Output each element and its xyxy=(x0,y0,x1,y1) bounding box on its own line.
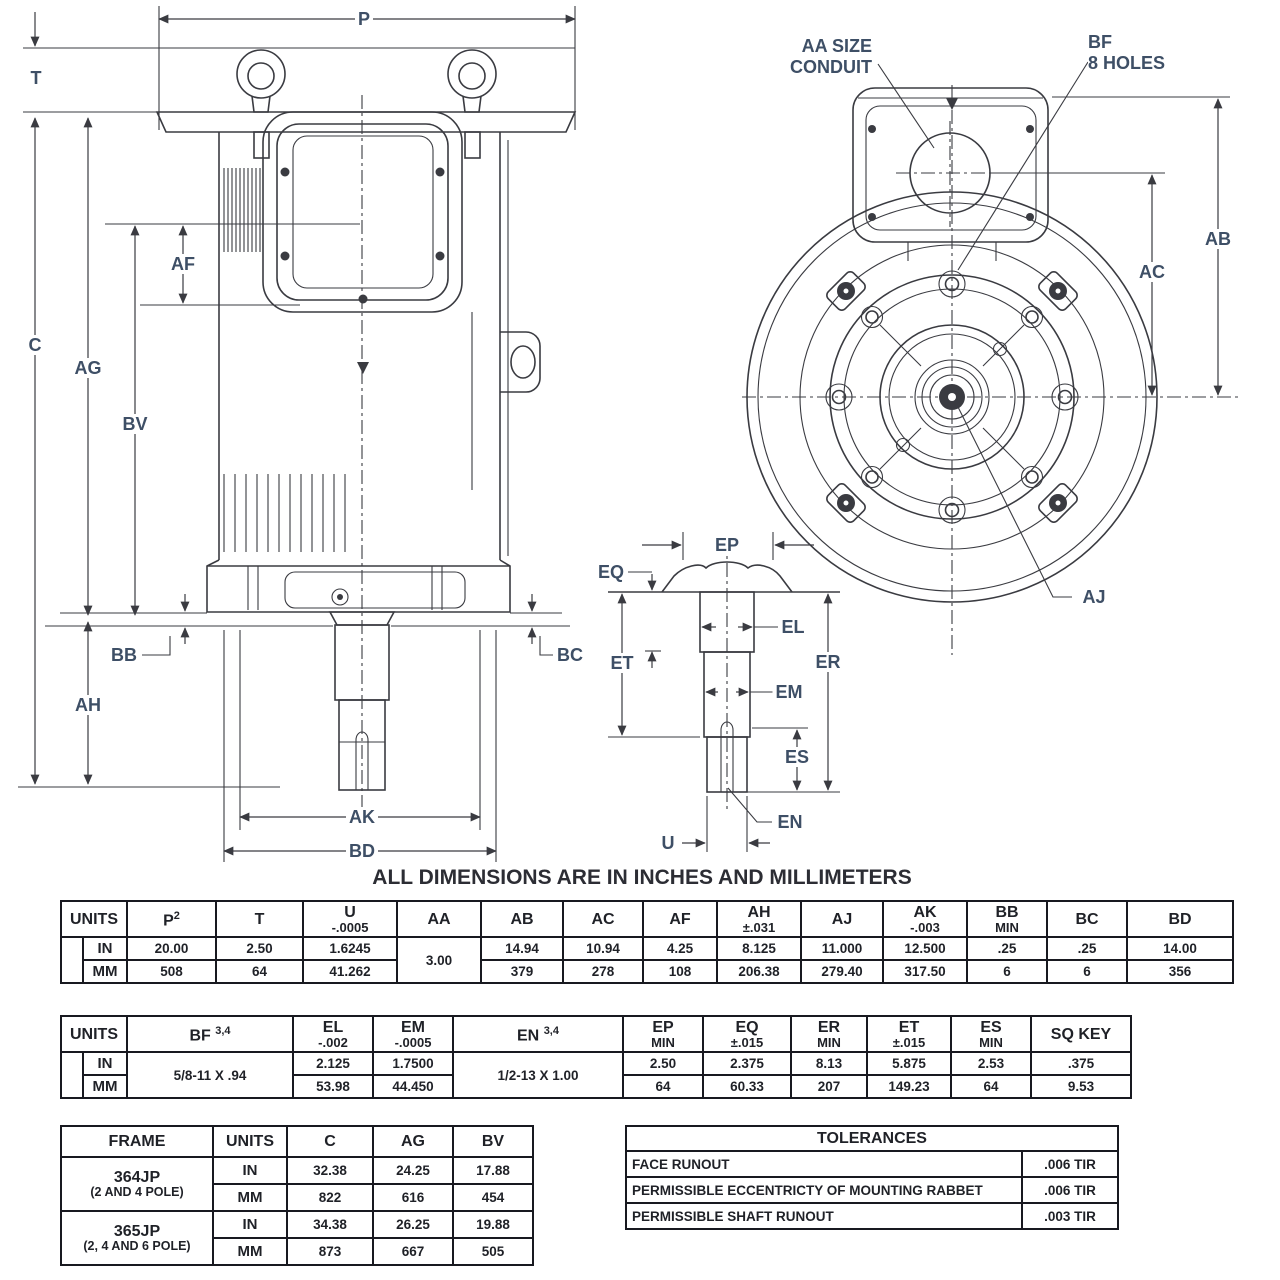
keyway xyxy=(720,721,734,792)
table-row: MM 53.98 44.450 64 60.33 207 149.23 64 9… xyxy=(61,1074,1132,1099)
dim-label-t: T xyxy=(27,68,45,88)
col-header-units: UNITS xyxy=(60,900,128,938)
dim-label-eq: EQ xyxy=(594,562,628,582)
dim-label-ah: AH xyxy=(72,695,104,715)
table-row: MM 822 616 454 xyxy=(61,1183,534,1212)
dim-label-c: C xyxy=(25,335,45,355)
dim-label-af: AF xyxy=(168,254,198,274)
conduit-box-front xyxy=(852,87,1049,261)
table-row: IN 20.00 2.50 1.6245 3.00 14.94 10.94 4.… xyxy=(60,936,1234,984)
table-row: FACE RUNOUT .006 TIR xyxy=(625,1150,1119,1178)
lifting-eyebolt-right xyxy=(447,49,497,159)
main-dimensions-table: UNITS P2 T U-.0005 AA AB AC AF AH±.031 A… xyxy=(60,900,1234,984)
table-row: MM 873 667 505 xyxy=(61,1237,534,1266)
table-row: PERMISSIBLE ECCENTRICTY OF MOUNTING RABB… xyxy=(625,1176,1119,1204)
tolerances-table: TOLERANCES FACE RUNOUT .006 TIR PERMISSI… xyxy=(625,1125,1119,1230)
dimensions-note: ALL DIMENSIONS ARE IN INCHES AND MILLIME… xyxy=(372,866,912,889)
lifting-eyebolt-left xyxy=(236,49,286,159)
dim-label-em: EM xyxy=(772,682,806,702)
table-row: PERMISSIBLE SHAFT RUNOUT .003 TIR xyxy=(625,1202,1119,1230)
front-view-drawing xyxy=(742,61,1238,655)
dim-label-el: EL xyxy=(778,617,808,637)
dim-label-ag: AG xyxy=(71,358,105,378)
table-row: 365JP (2, 4 AND 6 POLE) IN 34.38 26.25 1… xyxy=(60,1210,534,1266)
shaft-detail-drawing xyxy=(608,532,840,852)
dim-label-ab: AB xyxy=(1202,229,1234,249)
clamp-lugs xyxy=(826,271,1078,523)
cooling-fins-top xyxy=(223,168,261,252)
dim-label-ep: EP xyxy=(711,535,743,555)
mounting-plate xyxy=(155,111,577,133)
dim-label-bb: BB xyxy=(108,645,140,665)
line-art xyxy=(18,6,1238,862)
mounting-flange xyxy=(206,559,511,626)
aa-conduit-callout: AA SIZE CONDUIT xyxy=(790,36,872,78)
table-row: 364JP (2 AND 4 POLE) IN 32.38 24.25 17.8… xyxy=(60,1156,534,1212)
table-row: MM 508 64 41.262 379 278 108 206.38 279.… xyxy=(61,959,1234,984)
dim-label-p: P xyxy=(354,9,374,29)
tolerances-title: TOLERANCES xyxy=(625,1125,1119,1152)
side-lug xyxy=(500,331,541,393)
table-row: IN 5/8-11 X .94 2.125 1.7500 1/2-13 X 1.… xyxy=(60,1051,1132,1099)
frame-table: FRAME UNITS C AG BV 364JP (2 AND 4 POLE)… xyxy=(60,1125,534,1266)
bf-bolt-holes xyxy=(825,270,1079,524)
dim-label-ac: AC xyxy=(1136,262,1168,282)
rotation-arrow-side xyxy=(357,362,369,374)
dim-label-ak: AK xyxy=(346,807,378,827)
side-view-drawing xyxy=(18,6,577,862)
dim-label-er: ER xyxy=(812,652,844,672)
frame-365jp: 365JP (2, 4 AND 6 POLE) xyxy=(60,1210,214,1266)
dim-label-en: EN xyxy=(774,812,806,832)
shaft-hub xyxy=(879,324,1025,470)
dim-label-u: U xyxy=(658,833,678,853)
col-header-units: UNITS xyxy=(60,1015,128,1053)
shaft-slinger xyxy=(661,561,793,593)
dim-label-bd: BD xyxy=(346,841,378,861)
dim-label-aj: AJ xyxy=(1079,587,1109,607)
dim-label-bv: BV xyxy=(119,414,151,434)
cooling-fins-lower xyxy=(223,474,346,552)
frame-364jp: 364JP (2 AND 4 POLE) xyxy=(60,1156,214,1212)
dim-label-bc: BC xyxy=(554,645,586,665)
dim-label-et: ET xyxy=(607,653,637,673)
dim-label-es: ES xyxy=(781,747,813,767)
bf-holes-callout: BF 8 HOLES xyxy=(1088,32,1166,74)
